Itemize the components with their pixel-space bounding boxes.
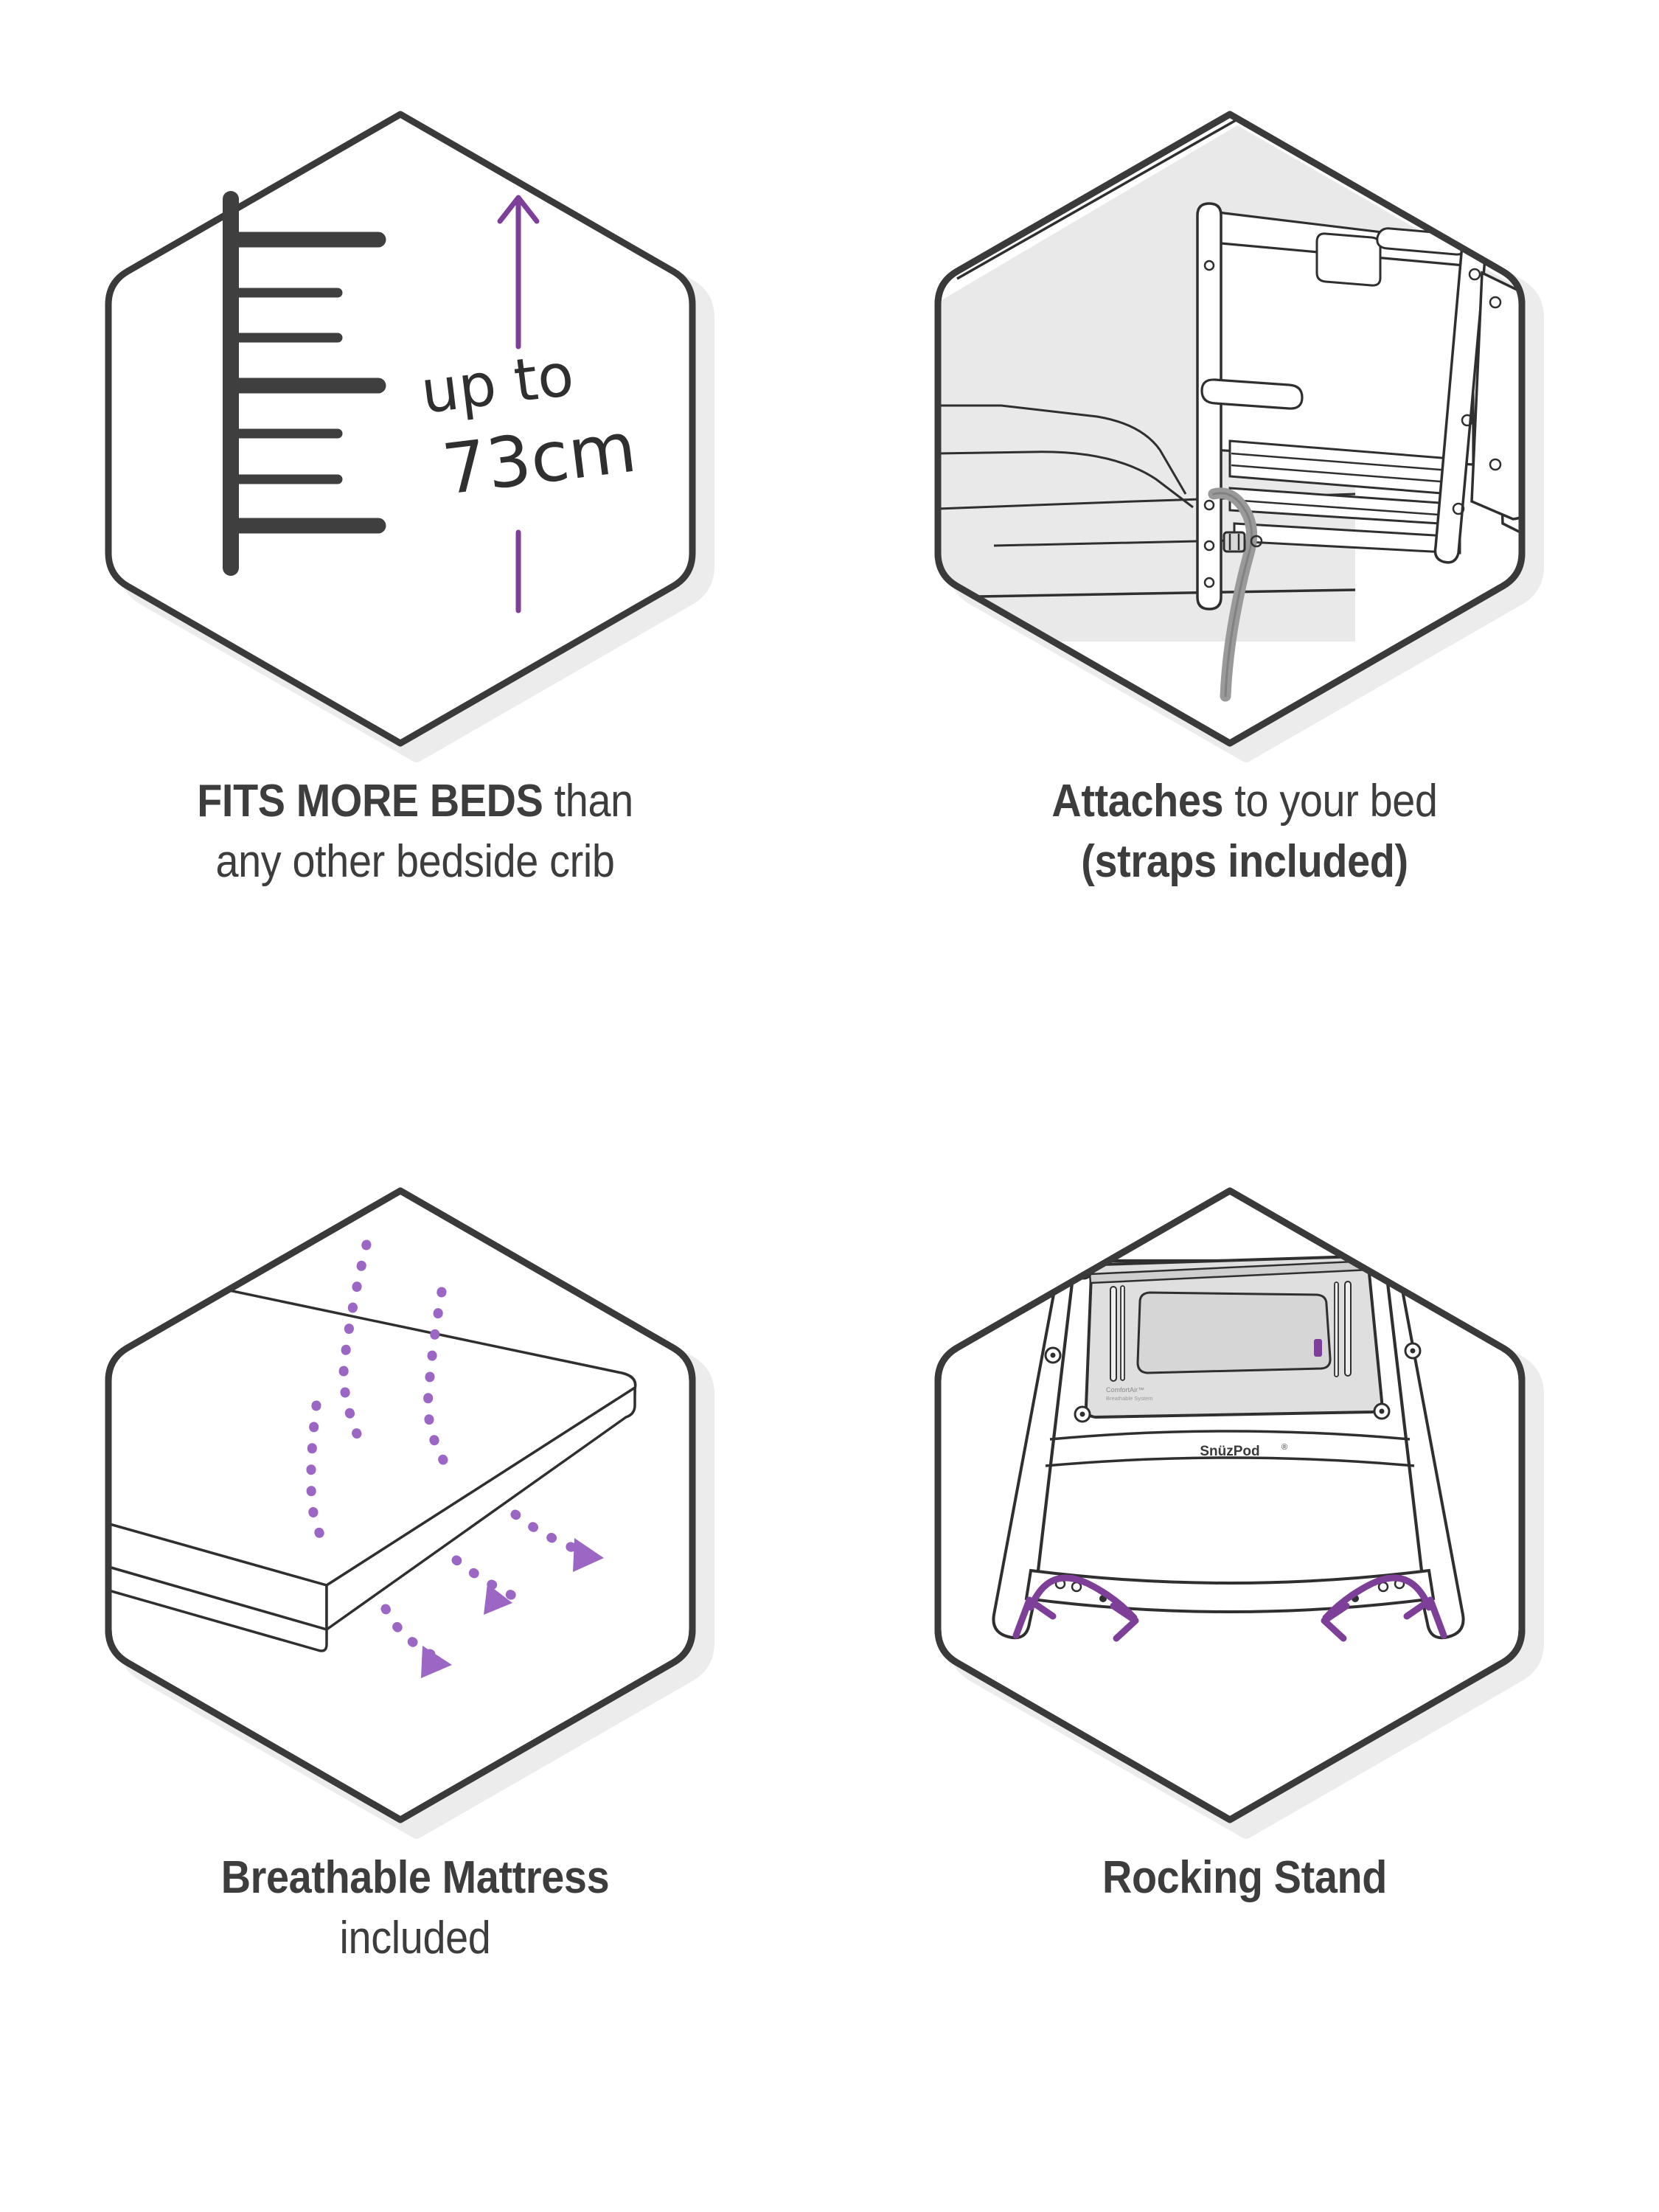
airflow-arrows-in xyxy=(305,1239,448,1557)
caption-line-2: included xyxy=(338,1912,490,1964)
caption-line-1: FITS MORE BEDS than xyxy=(90,771,740,832)
feature-card-fits-more-beds: up to 73cm FITS MORE BEDS than any other… xyxy=(0,0,830,1106)
airflow-arrows-out xyxy=(380,1509,604,1678)
mattress-label-line1: ComfortAir™ xyxy=(1106,1386,1144,1394)
hex-outline-top xyxy=(105,1187,695,1823)
hex-outline-top xyxy=(934,1187,1525,1823)
hex-badge-fits-more-beds: up to 73cm xyxy=(83,81,747,762)
caption-line-1: Rocking Stand xyxy=(1102,1852,1387,1903)
rocking-arrow-left-icon xyxy=(1012,1574,1138,1642)
measurement-arrow-icon xyxy=(497,195,539,613)
ruler-height-icon: up to 73cm xyxy=(105,111,714,762)
ruler-graphic xyxy=(222,191,386,576)
brand-label: SnüzPod xyxy=(1200,1444,1259,1459)
hex-badge-rocking-stand: ComfortAir™ Breathable System SnüzPod ® xyxy=(913,1158,1576,1839)
caption-line-1: Attaches to your bed xyxy=(919,771,1570,832)
caption-fits-more-beds: FITS MORE BEDS than any other bedside cr… xyxy=(90,771,740,892)
rocking-arrow-right-icon xyxy=(1321,1574,1447,1642)
caption-bold-part: Attaches xyxy=(1051,776,1223,827)
bed-crib-illustration xyxy=(937,117,1522,702)
caption-line-2: (straps included) xyxy=(1080,835,1408,887)
caption-line-2: any other bedside crib xyxy=(215,835,615,887)
feature-card-rocking-stand: ComfortAir™ Breathable System SnüzPod ® xyxy=(830,1106,1659,2212)
crib-attached-to-bed-icon xyxy=(934,111,1544,762)
hex-badge-attaches-to-bed xyxy=(913,81,1576,762)
caption-rocking-stand: Rocking Stand xyxy=(919,1848,1570,1908)
caption-regular-part: than xyxy=(542,776,633,827)
crib-front-illustration: ComfortAir™ Breathable System SnüzPod ® xyxy=(991,1255,1465,1640)
mattress-label-line2: Breathable System xyxy=(1106,1395,1152,1402)
feature-card-attaches-to-bed: Attaches to your bed (straps included) xyxy=(830,0,1659,1106)
feature-card-breathable-mattress: Breathable Mattress included xyxy=(0,1106,830,2212)
caption-regular-part: to your bed xyxy=(1222,776,1438,827)
caption-bold-part: FITS MORE BEDS xyxy=(196,776,543,827)
brand-registered-mark: ® xyxy=(1281,1443,1287,1452)
hex-outline xyxy=(105,111,695,747)
caption-attaches-to-bed: Attaches to your bed (straps included) xyxy=(919,771,1570,892)
hex-outline-top xyxy=(934,111,1525,747)
caption-line-1: Breathable Mattress xyxy=(220,1852,609,1903)
breathable-mattress-airflow-icon xyxy=(105,1187,714,1839)
hex-badge-breathable-mattress xyxy=(83,1158,747,1839)
caption-breathable-mattress: Breathable Mattress included xyxy=(90,1848,740,1969)
rocking-stand-icon: ComfortAir™ Breathable System SnüzPod ® xyxy=(934,1187,1544,1839)
